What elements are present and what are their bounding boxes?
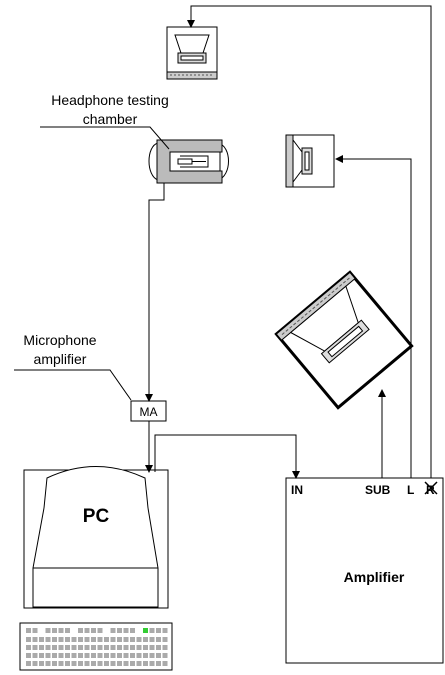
ma-label: MA — [140, 405, 158, 419]
headphone-chamber — [148, 139, 229, 184]
mic-amp-leader — [14, 369, 132, 401]
keyboard — [19, 622, 173, 671]
disconnect-x-icon — [424, 481, 438, 495]
amp-l-label: L — [407, 483, 414, 497]
pc-monitor — [23, 466, 169, 609]
side-speaker — [285, 134, 335, 188]
amplifier-label: Amplifier — [344, 569, 405, 585]
amp-in-label: IN — [291, 483, 303, 497]
l-to-side-speaker-wire — [335, 155, 412, 478]
pc-to-amp-in-wire — [154, 434, 300, 479]
mic-amp-label-line2: amplifier — [34, 351, 87, 367]
chamber-leader — [40, 126, 170, 150]
chamber-label-line2: chamber — [83, 111, 138, 127]
chamber-label-line1: Headphone testing — [51, 92, 169, 108]
subwoofer — [274, 270, 414, 410]
chamber-to-ma-wire — [145, 183, 165, 402]
mic-amp-label-line1: Microphone — [23, 332, 96, 348]
r-to-top-speaker-wire — [187, 5, 432, 478]
top-speaker — [166, 26, 218, 80]
pc-label: PC — [83, 506, 110, 527]
amp-r-label: R — [426, 483, 435, 497]
amp-sub-label: SUB — [365, 483, 391, 497]
amplifier-box — [285, 477, 444, 664]
